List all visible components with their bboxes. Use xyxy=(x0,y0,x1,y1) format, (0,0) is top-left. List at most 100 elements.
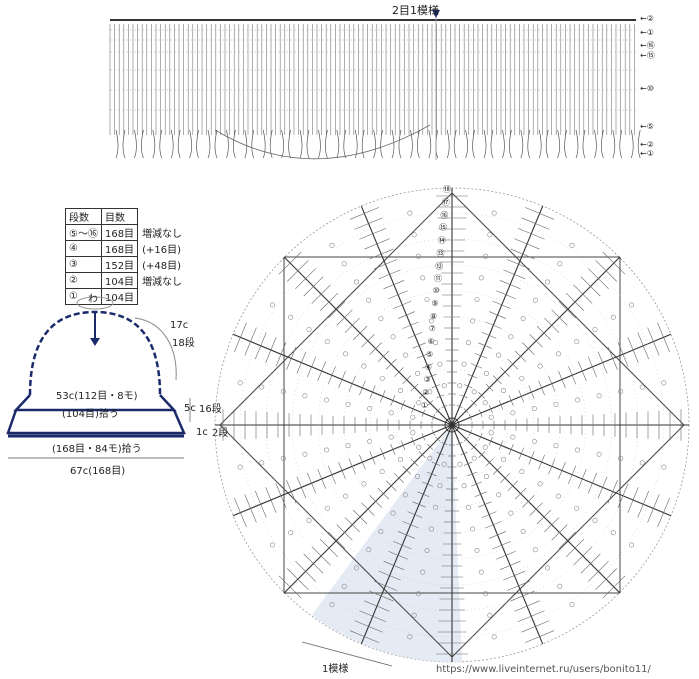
row-ring xyxy=(369,342,535,508)
stitch-mark xyxy=(244,327,257,356)
chain-loop xyxy=(269,542,275,548)
ring-label: わ xyxy=(88,294,98,305)
stitch-mark xyxy=(265,487,277,513)
chain-loop xyxy=(329,602,335,608)
stitch-mark xyxy=(456,441,463,445)
chain-loop xyxy=(465,504,471,510)
band-outline xyxy=(13,394,177,412)
stitch-mark xyxy=(436,394,444,399)
stitch-mark xyxy=(311,284,331,304)
chain-loop xyxy=(575,447,581,453)
stitch-mark xyxy=(528,385,535,399)
stitch-mark xyxy=(587,472,597,494)
stitch-mark xyxy=(518,390,525,403)
stitch-mark xyxy=(499,560,521,570)
stitch-mark xyxy=(317,361,327,381)
stitch-mark xyxy=(278,251,302,275)
stitch-mark xyxy=(407,332,423,339)
chain-loop xyxy=(441,461,447,467)
stitch-mark xyxy=(394,367,404,377)
chain-loop xyxy=(361,363,367,369)
stitch-mark xyxy=(517,227,545,240)
round-row-number: ⑩ xyxy=(432,286,440,296)
stitch-mark xyxy=(426,373,437,379)
stitch-mark xyxy=(234,497,247,528)
stitch-mark xyxy=(303,276,324,297)
stitch-mark xyxy=(499,280,521,290)
round-row-number: ⑰ xyxy=(441,197,450,207)
stitch-mark xyxy=(488,436,493,446)
stitch-mark xyxy=(538,380,545,396)
stitch-mark xyxy=(390,443,396,456)
watermark-url: https://www.liveinternet.ru/users/bonito… xyxy=(436,664,651,675)
round-row-number: ⑧ xyxy=(430,311,438,321)
chain-loop xyxy=(410,414,416,420)
stitch-mark xyxy=(244,494,257,523)
row-marker: ←② xyxy=(640,140,654,149)
fringe-stitch xyxy=(299,129,310,159)
chain-loop xyxy=(510,410,516,416)
stitch-mark xyxy=(492,300,511,309)
chain-loop xyxy=(510,434,516,440)
stitch-mark xyxy=(470,400,477,407)
stitch-mark xyxy=(514,487,527,500)
chain-loop xyxy=(496,492,502,498)
motif-label: 1模様 xyxy=(322,664,349,675)
motif-pointer xyxy=(301,641,393,667)
chain-loop xyxy=(428,526,434,532)
stitch-mark xyxy=(441,441,448,445)
chain-loop xyxy=(639,460,645,466)
chain-loop xyxy=(487,612,493,618)
stitch-mark xyxy=(577,469,587,489)
stitch-mark xyxy=(373,259,398,270)
stitch-mark xyxy=(352,325,368,341)
center-marker xyxy=(432,10,440,18)
chain-loop xyxy=(345,401,351,407)
chain-loop xyxy=(411,232,417,238)
radial-spoke xyxy=(451,424,544,645)
stitch-mark xyxy=(500,367,510,377)
stitch-mark xyxy=(577,361,587,381)
chain-loop xyxy=(478,569,484,575)
chain-loop xyxy=(474,548,480,554)
chain-loop xyxy=(501,456,507,462)
chain-loop xyxy=(402,492,408,498)
stitch-mark xyxy=(507,480,519,492)
chain-loop xyxy=(457,461,463,467)
stitch-mark xyxy=(587,268,609,290)
chain-loop xyxy=(379,375,385,381)
stitch-mark xyxy=(254,332,267,360)
ring-mark xyxy=(76,296,114,310)
chain-loop xyxy=(488,414,494,420)
chain-loop xyxy=(388,434,394,440)
round-row-number: ② xyxy=(422,388,430,398)
stitch-mark xyxy=(474,491,487,498)
row-ring xyxy=(291,264,613,586)
fringe-stitch xyxy=(226,129,236,159)
stitch-mark xyxy=(470,363,483,369)
stitch-mark xyxy=(470,481,483,487)
band-height: 5c xyxy=(184,403,196,414)
stitch-mark xyxy=(498,399,504,410)
stitch-mark xyxy=(463,408,469,414)
brim-outline xyxy=(6,409,186,435)
chain-loop xyxy=(420,275,426,281)
stitch-mark xyxy=(544,517,560,533)
chain-loop xyxy=(324,339,330,345)
stitch-mark xyxy=(336,309,353,326)
chain-loop xyxy=(596,393,602,399)
round-row-number: ③ xyxy=(423,375,431,385)
stitch-mark xyxy=(338,370,346,389)
chain-loop xyxy=(629,302,635,308)
chain-loop xyxy=(531,406,537,412)
chain-loop xyxy=(491,210,497,216)
chain-loop xyxy=(367,406,373,412)
stitch-mark xyxy=(492,375,502,385)
fringe-stitch xyxy=(170,129,181,159)
stitch-mark xyxy=(558,531,576,549)
chain-loop xyxy=(596,451,602,457)
chain-loop xyxy=(428,318,434,324)
stitch-mark xyxy=(359,610,387,623)
band-width: 53c(112目・8モ) xyxy=(56,391,138,402)
chain-loop xyxy=(553,401,559,407)
